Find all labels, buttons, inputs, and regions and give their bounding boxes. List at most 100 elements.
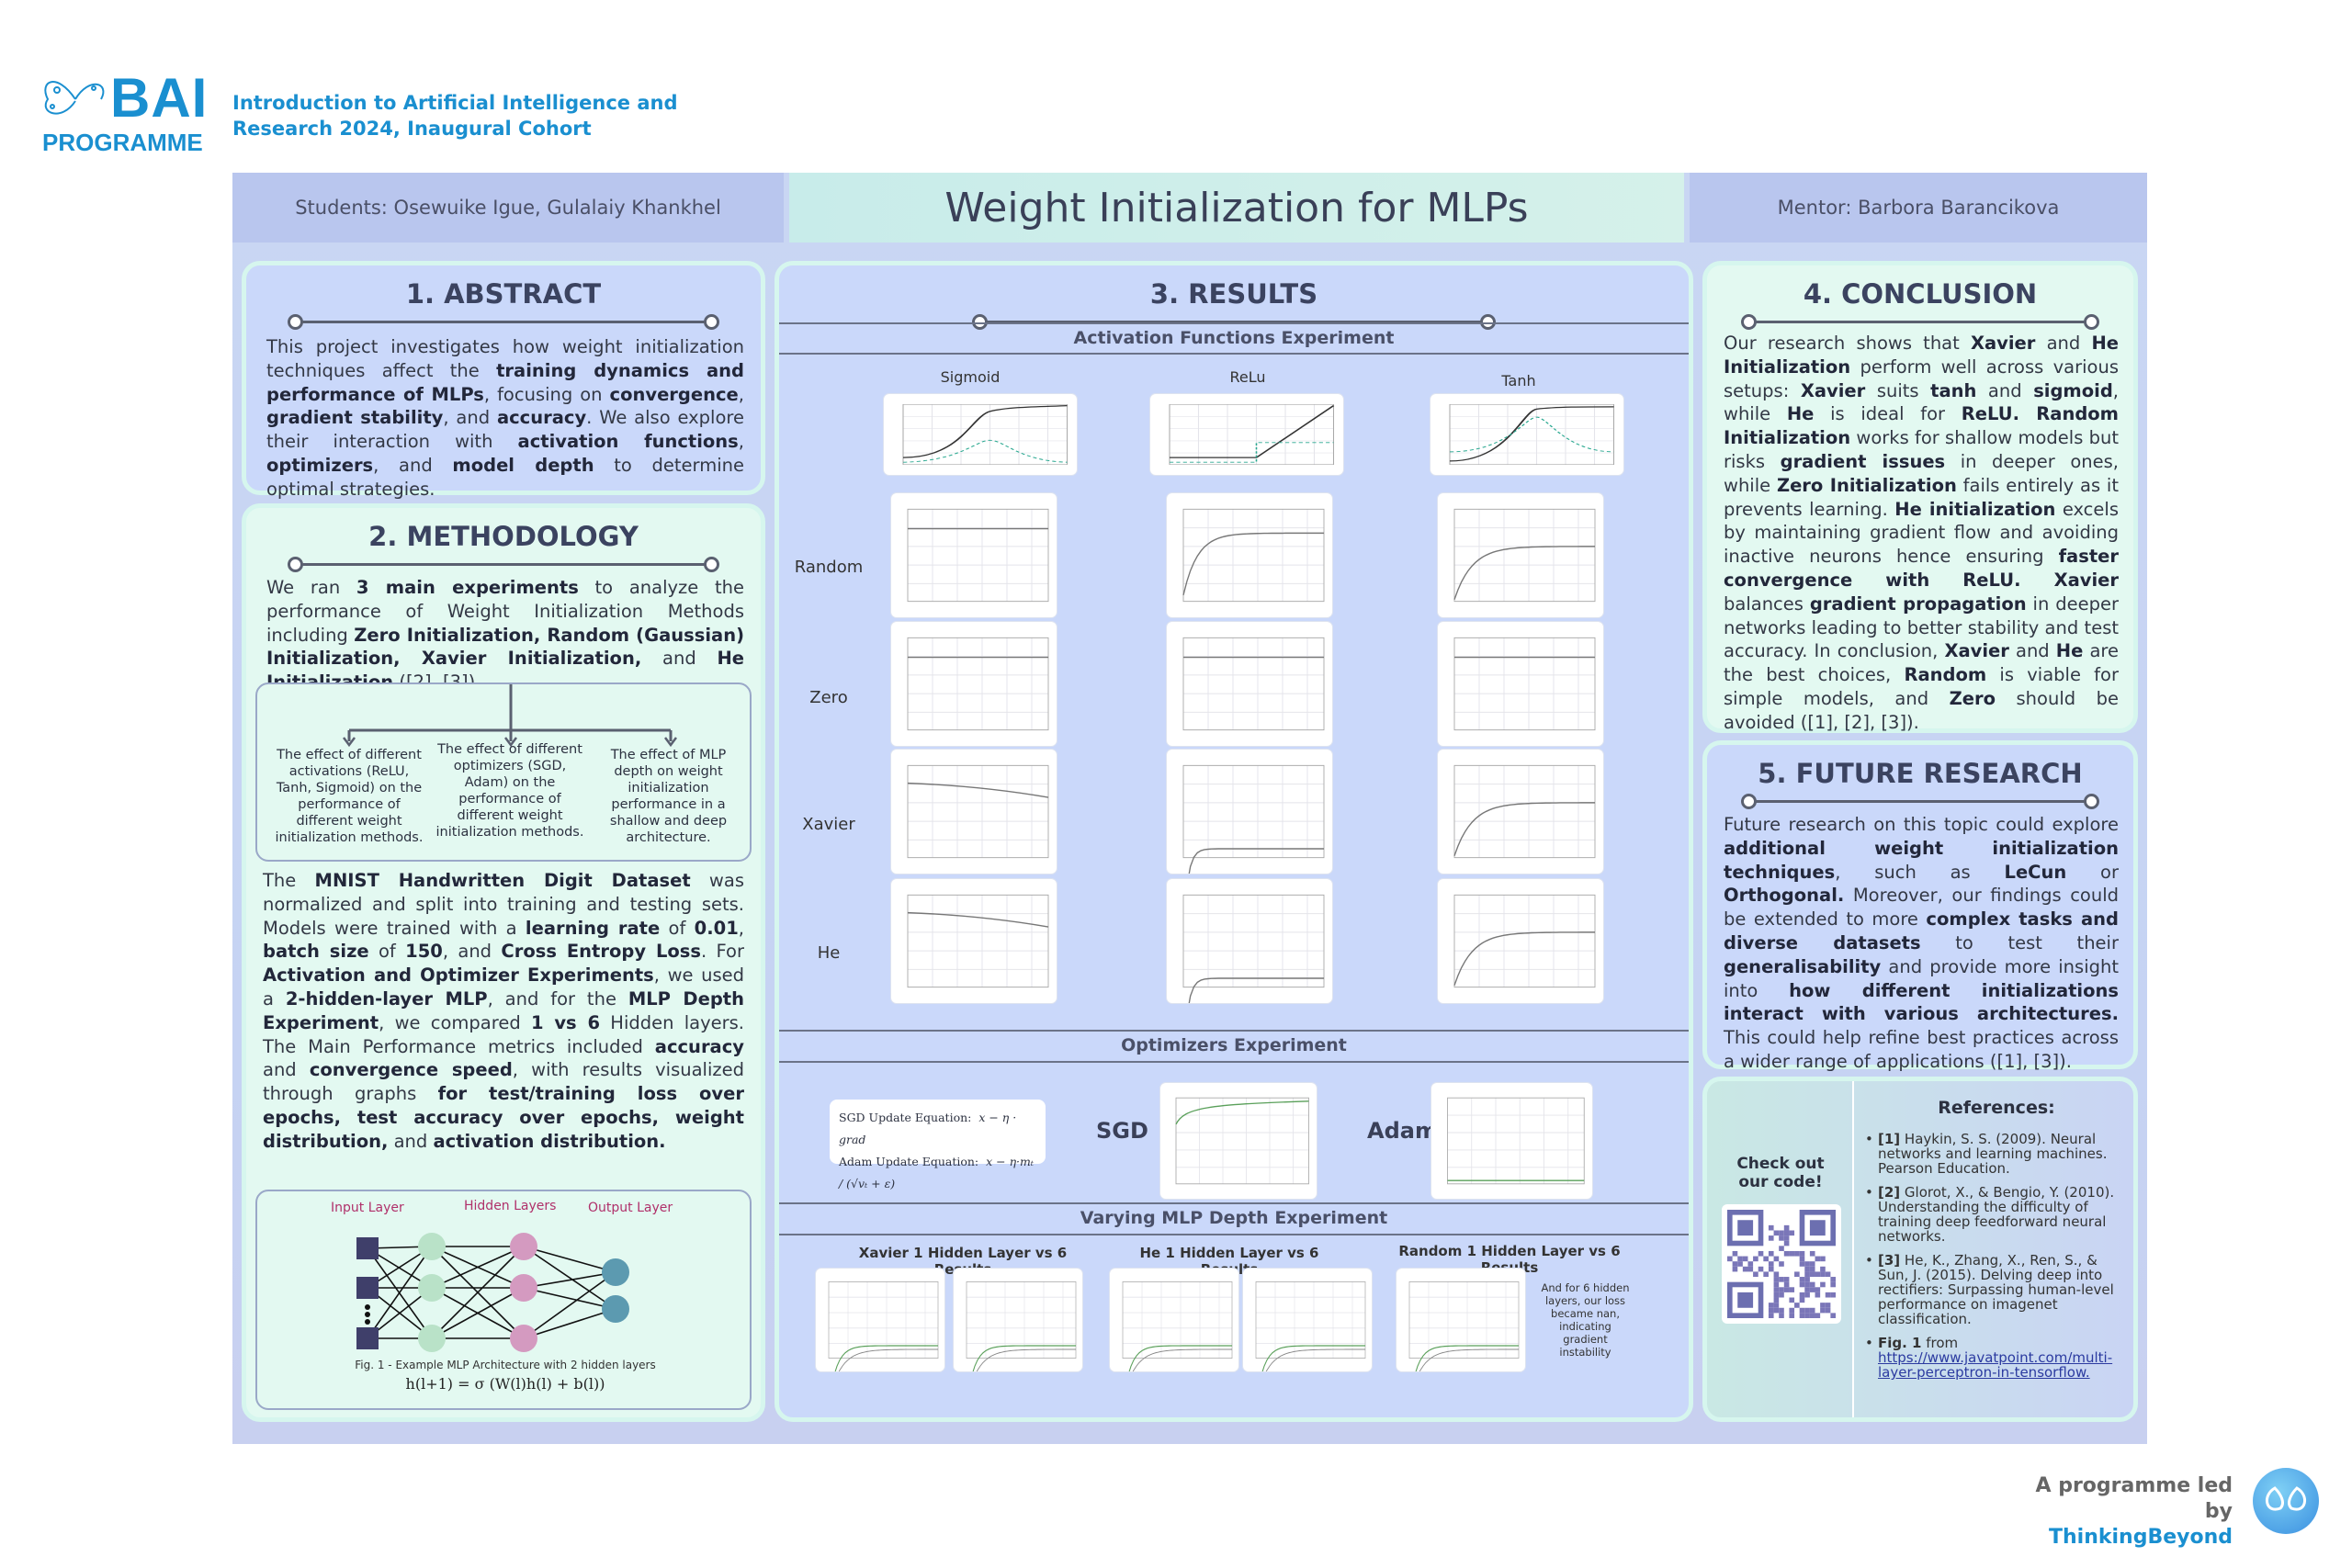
reference-item: [3] He, K., Zhang, X., Ren, S., & Sun, J… — [1865, 1253, 2132, 1326]
references-panel: Check out our code! References: [1] Hayk… — [1702, 1077, 2138, 1422]
methodology-divider — [288, 556, 719, 572]
methodology-panel: 2. METHODOLOGY We ran 3 main experiments… — [242, 503, 765, 1422]
conclusion-divider — [1741, 313, 2099, 330]
reference-tag: Fig. 1 — [1878, 1335, 1922, 1351]
led-by-text: A programme led by — [2035, 1474, 2233, 1523]
loss-plot — [891, 750, 1057, 874]
col-sigmoid: Sigmoid — [940, 368, 1001, 386]
branch-arrows — [343, 684, 677, 748]
bai-logo: BAI PROGRAMME — [39, 64, 213, 165]
loss-plot — [1438, 879, 1603, 1003]
reference-tag: [1] — [1878, 1131, 1901, 1147]
reference-text: Glorot, X., & Bengio, Y. (2010). Underst… — [1878, 1184, 2115, 1245]
loss-plot — [1167, 879, 1332, 1003]
reference-item: [1] Haykin, S. S. (2009). Neural network… — [1865, 1132, 2132, 1176]
loss-plot — [1167, 750, 1332, 874]
loss-plot — [1167, 493, 1332, 617]
sigmoid-function-plot — [884, 394, 1077, 475]
students-header: Students: Osewuike Igue, Gulalaiy Khankh… — [232, 173, 784, 243]
future-title: 5. FUTURE RESEARCH — [1758, 758, 2083, 789]
programme-led-by: A programme led by ThinkingBeyond — [2003, 1473, 2233, 1551]
future-divider — [1741, 793, 2099, 809]
sgd-accuracy-plot — [1160, 1083, 1317, 1199]
abstract-divider — [288, 313, 719, 330]
methodology-details: The MNIST Handwritten Digit Dataset was … — [263, 870, 744, 1152]
depth-loss-plot — [1396, 1269, 1525, 1371]
results-title: 3. RESULTS — [1149, 278, 1318, 310]
brand-name: BAI — [110, 67, 209, 129]
reference-text: Haykin, S. S. (2009). Neural networks an… — [1878, 1131, 2108, 1177]
mlp-network-diagram — [356, 1233, 629, 1352]
relu-function-plot — [1150, 394, 1343, 475]
optimizer-experiment-header: Optimizers Experiment — [1121, 1035, 1347, 1055]
future-text: Future research on this topic could expl… — [1724, 814, 2119, 1072]
row-xavier: Xavier — [802, 815, 855, 834]
tanh-function-plot — [1430, 394, 1623, 475]
reference-tag: [2] — [1878, 1184, 1901, 1201]
loss-plot — [1438, 493, 1603, 617]
depth-loss-plot — [954, 1269, 1082, 1371]
qr-code-icon[interactable] — [1722, 1204, 1841, 1324]
col-tanh: Tanh — [1501, 372, 1536, 389]
loss-plot — [891, 622, 1057, 746]
adam-accuracy-plot — [1431, 1083, 1592, 1199]
output-layer-label: Output Layer — [588, 1201, 673, 1215]
methodology-title: 2. METHODOLOGY — [368, 521, 639, 552]
sgd-equation-formula: x − η · grad — [839, 1111, 1017, 1146]
mentor-header: Mentor: Barbora Barancikova — [1690, 173, 2147, 243]
update-equations-box: SGD Update Equation: x − η · grad Adam U… — [830, 1100, 1046, 1190]
reference-item: Fig. 1 from https://www.javatpoint.com/m… — [1865, 1336, 2132, 1380]
reference-tag: [3] — [1878, 1252, 1901, 1269]
depth-loss-plot — [816, 1269, 944, 1371]
sgd-equation: SGD Update Equation: x − η · grad — [839, 1107, 1036, 1151]
col-relu: ReLu — [1229, 368, 1266, 386]
brand-sub: PROGRAMME — [42, 129, 203, 156]
loss-plot — [1438, 750, 1603, 874]
experiments-box: The effect of different activations (ReL… — [255, 682, 752, 862]
references-title: References: — [1938, 1098, 2055, 1118]
future-panel: 5. FUTURE RESEARCH Future research on th… — [1702, 740, 2138, 1072]
input-layer-label: Input Layer — [331, 1201, 404, 1215]
org-name: ThinkingBeyond — [2048, 1526, 2233, 1549]
reference-item: [2] Glorot, X., & Bengio, Y. (2010). Und… — [1865, 1185, 2132, 1244]
abstract-title: 1. ABSTRACT — [405, 278, 602, 310]
conclusion-title: 4. CONCLUSION — [1803, 278, 2038, 310]
row-random: Random — [794, 558, 864, 577]
butterfly-icon — [44, 81, 105, 115]
row-zero: Zero — [809, 688, 848, 707]
depth-loss-plot — [1110, 1269, 1238, 1371]
loss-plot — [1438, 622, 1603, 746]
results-divider — [972, 313, 1496, 330]
references-list: [1] Haykin, S. S. (2009). Neural network… — [1865, 1132, 2132, 1389]
adam-label: Adam — [1367, 1118, 1438, 1144]
loss-plot — [891, 879, 1057, 1003]
abstract-panel: 1. ABSTRACT This project investigates ho… — [242, 261, 765, 500]
code-section: Check out our code! — [1707, 1081, 1854, 1417]
hidden-layers-label: Hidden Layers — [464, 1199, 557, 1213]
methodology-intro: We ran 3 main experiments to analyze the… — [266, 577, 745, 693]
loss-plot — [891, 493, 1057, 617]
diagram-caption: Fig. 1 - Example MLP Architecture with 2… — [355, 1359, 656, 1371]
branch-optimizers: The effect of different optimizers (SGD,… — [435, 742, 584, 840]
branch-depth: The effect of MLP depth on weight initia… — [609, 748, 728, 845]
code-label: Check out our code! — [1736, 1155, 1825, 1191]
results-panel: 3. RESULTS Activation Functions Experime… — [775, 261, 1693, 1422]
figure-source-link[interactable]: https://www.javatpoint.com/multi-layer-p… — [1878, 1349, 2113, 1381]
reference-text: from — [1921, 1335, 1959, 1351]
conclusion-text: Our research shows that Xavier and He In… — [1724, 333, 2120, 733]
sgd-equation-label: SGD Update Equation: — [839, 1111, 972, 1124]
row-he: He — [817, 943, 841, 963]
activation-experiment-header: Activation Functions Experiment — [1073, 328, 1395, 348]
depth-loss-plot — [1243, 1269, 1372, 1371]
thinkingbeyond-logo-icon — [2253, 1468, 2319, 1534]
reference-text: He, K., Zhang, X., Ren, S., & Sun, J. (2… — [1878, 1252, 2114, 1327]
programme-title-line1: Introduction to Artificial Intelligence … — [232, 92, 678, 114]
poster: Students: Osewuike Igue, Gulalaiy Khankh… — [232, 173, 2147, 1444]
depth-experiment-header: Varying MLP Depth Experiment — [1080, 1208, 1388, 1228]
programme-title: Introduction to Artificial Intelligence … — [232, 90, 710, 141]
diagram-formula: h(l+1) = σ (W(l)h(l) + b(l)) — [405, 1375, 605, 1393]
poster-title: Weight Initialization for MLPs — [789, 173, 1684, 243]
depth-note: And for 6 hidden layers, our loss became… — [1541, 1281, 1630, 1359]
programme-title-line2: Research 2024, Inaugural Cohort — [232, 118, 592, 140]
abstract-text: This project investigates how weight ini… — [266, 336, 744, 500]
